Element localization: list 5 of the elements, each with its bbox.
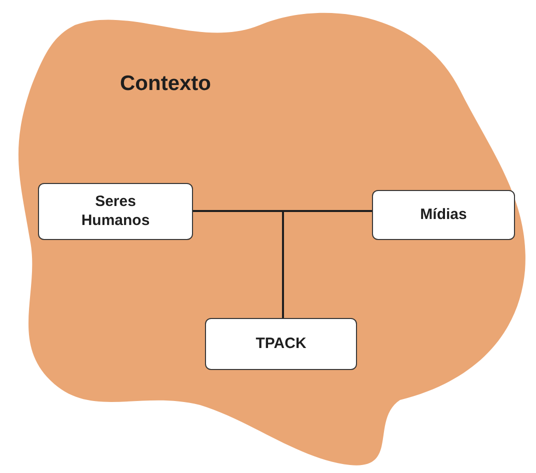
context-heading: Contexto	[120, 72, 211, 96]
label-box: TPACK	[205, 318, 357, 370]
connector-line	[282, 210, 372, 318]
label-box: Seres Humanos	[38, 183, 193, 240]
label-box: Mídias	[372, 190, 515, 240]
